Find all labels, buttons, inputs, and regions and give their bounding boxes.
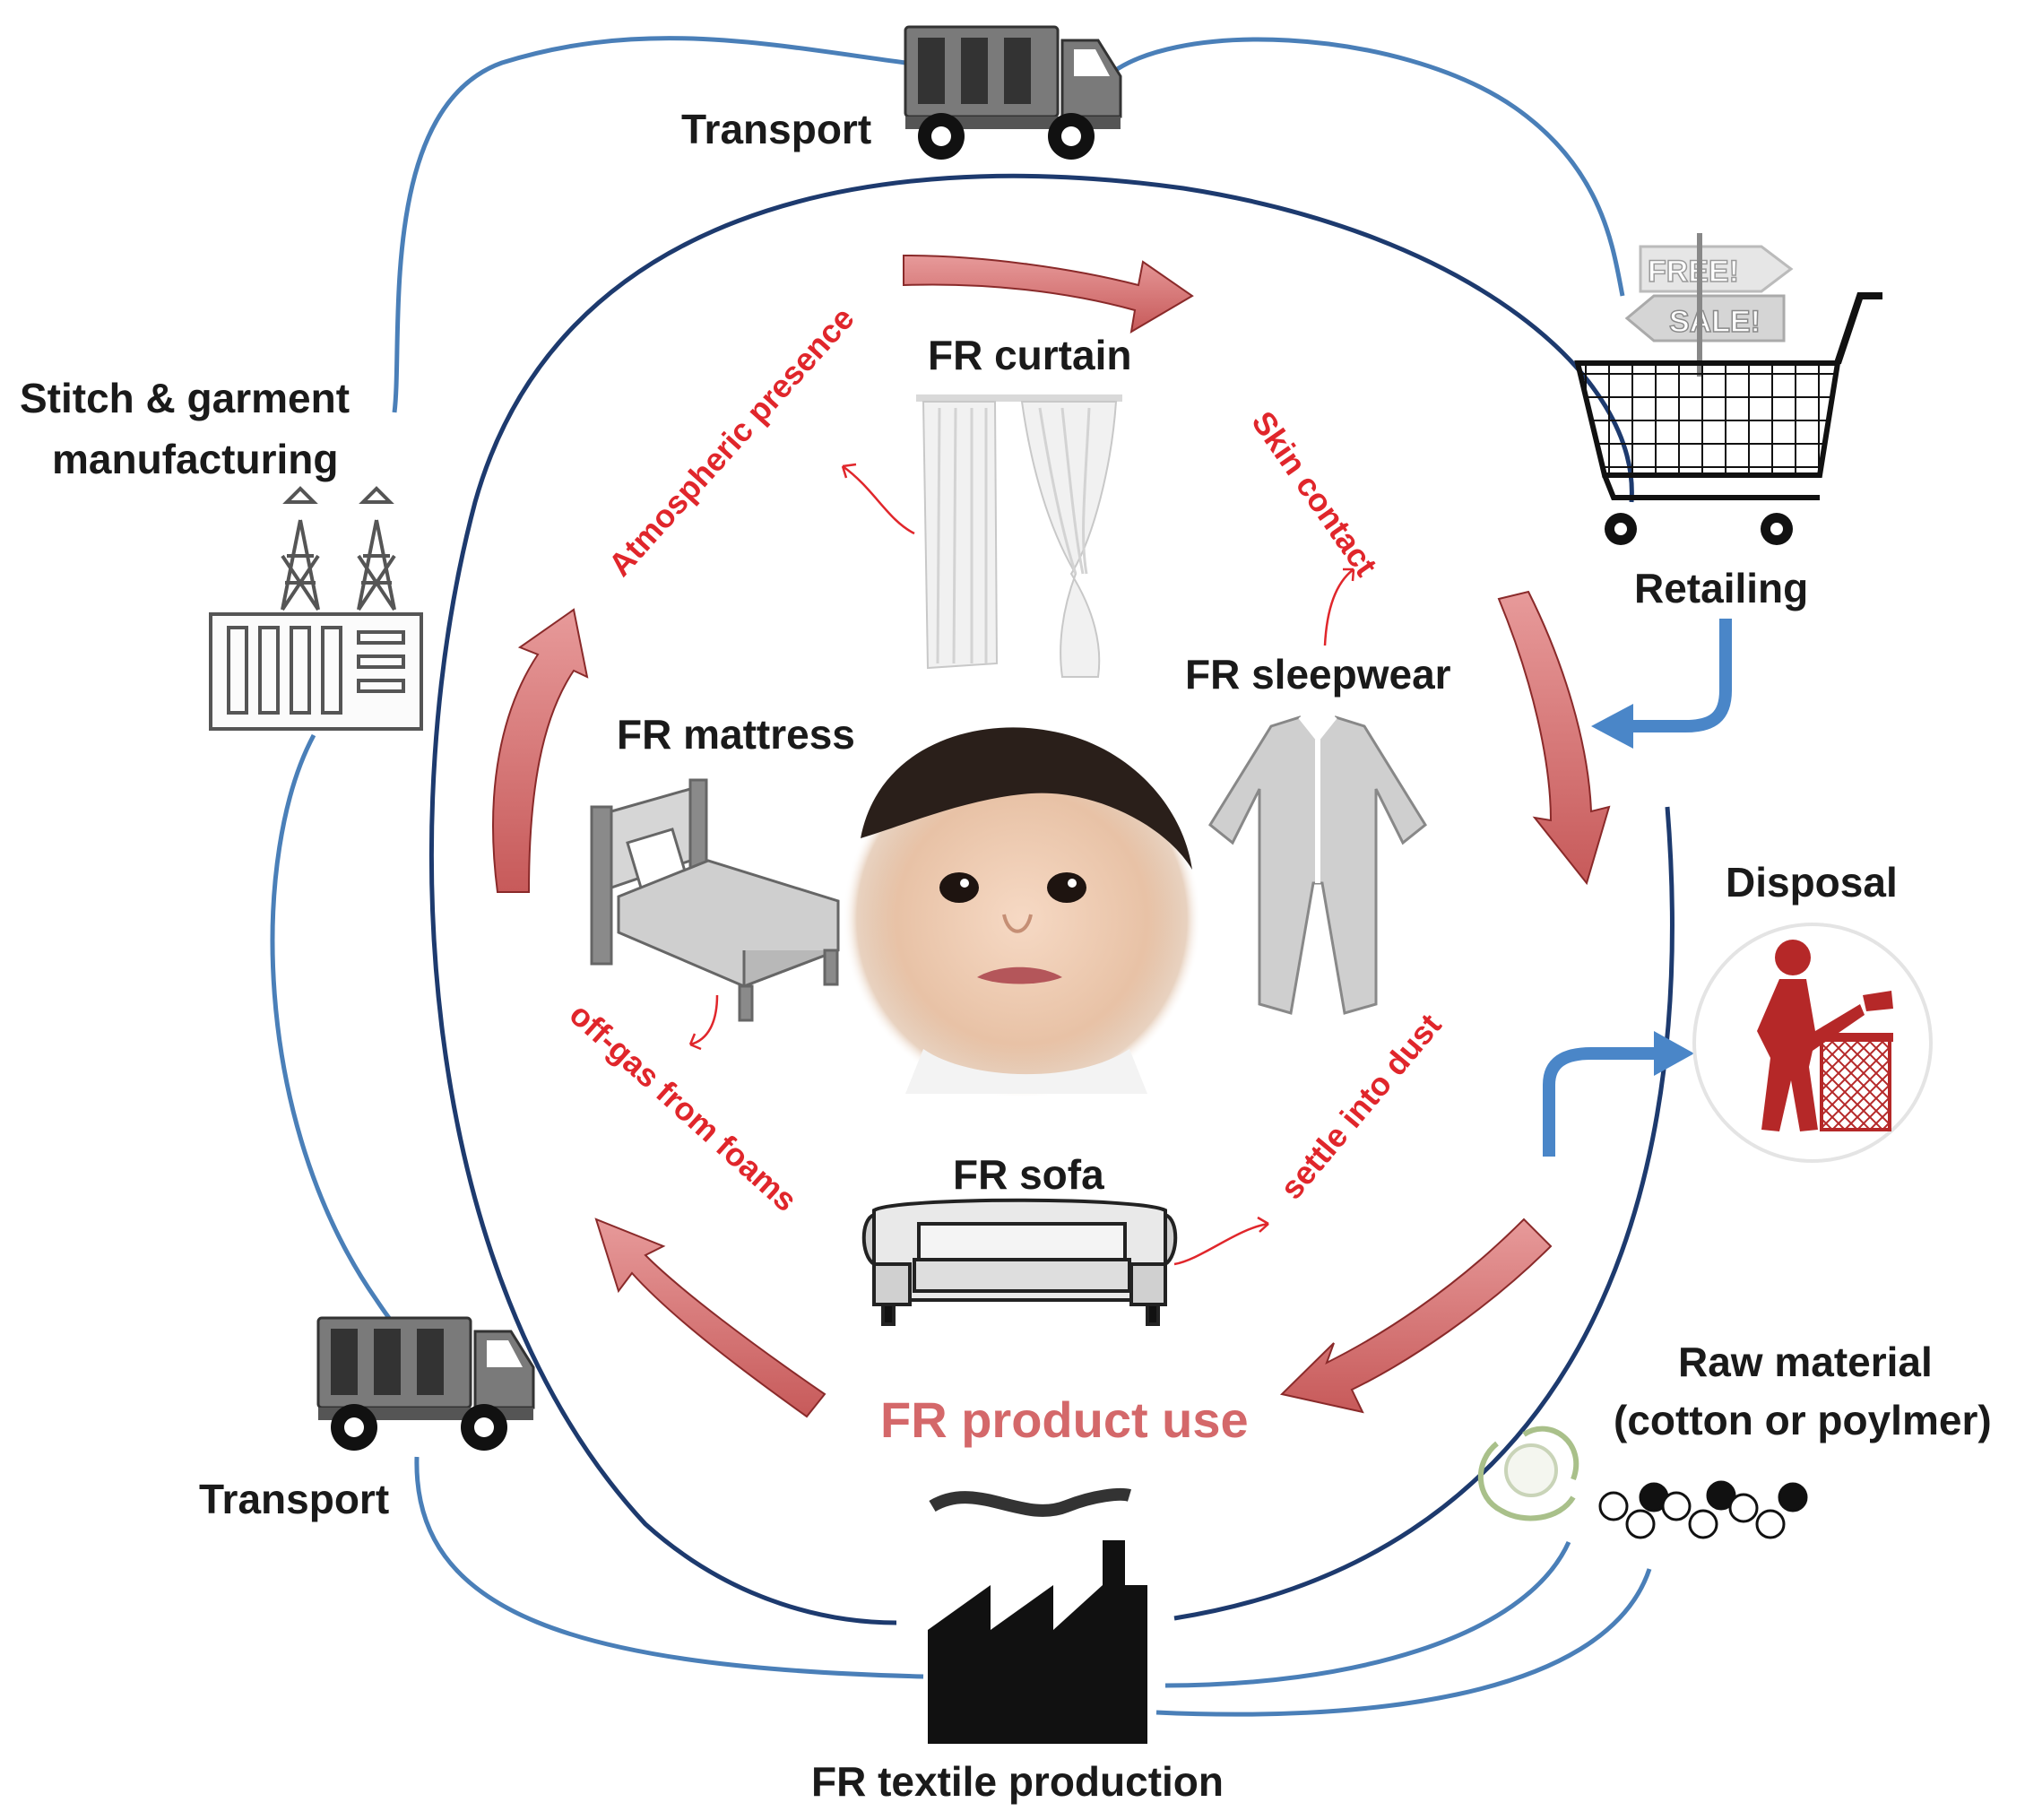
shopping-cart-icon: FREE! SALE! (1574, 233, 1882, 545)
pathway-offgas: off-gas from foams (563, 995, 805, 1218)
label-sofa: FR sofa (953, 1151, 1104, 1198)
label-retailing: Retailing (1634, 565, 1808, 611)
label-textile-production: FR textile production (811, 1758, 1224, 1805)
flow-arrow-top (903, 254, 1194, 334)
disposal-arrow (1543, 1047, 1657, 1157)
retail-arrowhead (1591, 704, 1633, 749)
flow-arrow-right (1497, 590, 1611, 886)
smoke-wave-icon (929, 1487, 1132, 1517)
pathway-skin-contact: Skin contact (1244, 404, 1384, 583)
label-mattress: FR mattress (617, 711, 855, 758)
label-disposal: Disposal (1726, 859, 1898, 906)
garment-factory-icon (209, 486, 423, 731)
retail-down-arrow (1631, 619, 1732, 732)
flow-arrow-bottom-left (594, 1218, 826, 1418)
pathway-thin-arrows (688, 463, 1355, 1266)
inner-lifecycle-loop (428, 173, 1675, 1625)
label-transport-bottom: Transport (199, 1476, 389, 1522)
outer-supply-loop (270, 36, 1652, 1717)
polymer-chain-icon (1598, 1480, 1808, 1539)
curtain-icon (916, 394, 1122, 678)
sofa-icon (861, 1198, 1178, 1326)
cotton-icon (1477, 1426, 1579, 1521)
baby-photo (843, 727, 1201, 1098)
label-stitch-line2: manufacturing (52, 436, 338, 482)
label-transport-top: Transport (681, 106, 871, 152)
sign-sale: SALE! (1669, 305, 1761, 339)
factory-icon (928, 1540, 1147, 1744)
truck-icon (904, 25, 1122, 160)
trash-disposal-icon (1692, 923, 1933, 1163)
label-raw-line2: (cotton or poylmer) (1614, 1397, 1992, 1443)
sleepwear-icon (1208, 715, 1427, 1015)
sign-free: FREE! (1648, 255, 1739, 289)
flow-arrow-left (492, 608, 589, 893)
flow-arrows (492, 254, 1611, 1418)
pathway-atmospheric: Atmospheric presence (601, 299, 861, 583)
bed-icon (590, 778, 840, 1022)
label-stitch-line1: Stitch & garment (20, 375, 350, 421)
disposal-arrowhead (1654, 1031, 1694, 1076)
truck-icon-bottom (316, 1316, 535, 1451)
label-product-use: FR product use (880, 1391, 1249, 1448)
flow-arrow-bottom-right (1279, 1218, 1553, 1414)
label-sleepwear: FR sleepwear (1185, 651, 1451, 698)
pathway-dust: settle into dust (1273, 1007, 1449, 1206)
label-curtain: FR curtain (928, 332, 1131, 378)
label-raw-line1: Raw material (1678, 1339, 1933, 1385)
